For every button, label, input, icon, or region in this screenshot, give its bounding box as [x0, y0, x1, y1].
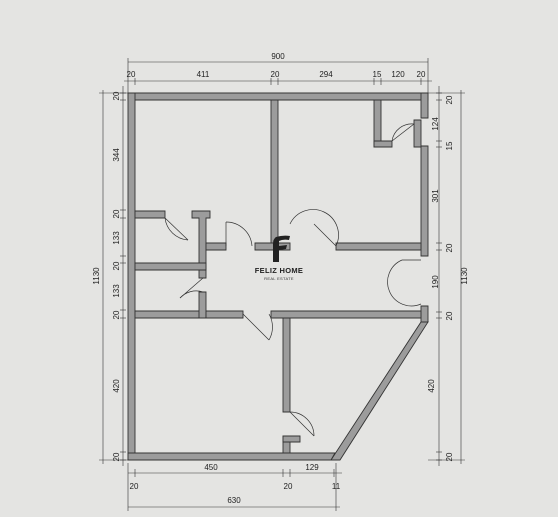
dim-right-seg: 20 [445, 452, 454, 461]
logo-name: FELIZ HOME [255, 266, 303, 275]
dim-top-seg: 20 [271, 70, 280, 79]
dim-top-seg: 20 [417, 70, 426, 79]
dimension-lines [99, 58, 465, 511]
right-dimension-labels: 20 124 15 301 20 190 20 420 20 1130 [427, 95, 469, 461]
dim-right-total: 1130 [460, 267, 469, 285]
wall-bath-right [191, 210, 211, 279]
outer-wall-right-lower [420, 305, 429, 323]
wall-hall-bottom-center [205, 310, 244, 319]
watermark-logo: FELIZ HOME REAL ESTATE [255, 235, 303, 281]
wall-lower-divider [282, 317, 291, 413]
bottom-dimension-labels: 450 129 20 20 11 630 [130, 463, 341, 505]
dim-bottom-total: 630 [227, 496, 241, 505]
dim-left-total: 1130 [92, 267, 101, 285]
left-dimension-labels: 20 344 20 133 20 133 20 420 20 1130 [92, 91, 121, 461]
dim-right-seg: 20 [445, 311, 454, 320]
dim-top-seg: 411 [197, 70, 210, 79]
outer-wall-diagonal [330, 321, 429, 461]
outer-wall-right-mid [420, 145, 429, 257]
wall-top-left-room-bottom [134, 210, 166, 219]
walls [127, 92, 429, 461]
wall-lower-stub [282, 435, 301, 443]
dim-bottom-tick: 20 [130, 482, 139, 491]
outer-wall-top [127, 92, 429, 101]
dim-left-seg: 420 [112, 379, 121, 393]
dim-bottom-seg: 450 [204, 463, 218, 472]
dim-right-seg: 124 [431, 117, 440, 131]
wall-hall-bottom-right [270, 310, 422, 319]
wall-hall-bottom-left [134, 310, 207, 319]
dim-top-seg: 20 [127, 70, 136, 79]
doors [164, 123, 422, 437]
wall-hall-small [205, 242, 227, 251]
dim-left-seg: 133 [112, 231, 121, 245]
closet-wall-left [373, 99, 382, 148]
dim-right-seg: 420 [427, 379, 436, 393]
dim-bottom-seg: 129 [305, 463, 319, 472]
dim-right-seg: 20 [445, 243, 454, 252]
outer-wall-bottom [127, 452, 336, 461]
dim-top-seg: 120 [391, 70, 405, 79]
logo-tagline: REAL ESTATE [264, 276, 294, 281]
dim-left-seg: 133 [112, 284, 121, 298]
feliz-home-logo-icon [273, 235, 290, 262]
wall-hall-bottom-mid [198, 291, 207, 319]
dim-right-seg: 20 [445, 95, 454, 104]
dim-right-seg: 15 [445, 141, 454, 150]
wall-top-right-room-bottom-right [335, 242, 422, 251]
closet-wall-right [413, 119, 422, 148]
dim-left-seg: 20 [112, 310, 121, 319]
closet-wall-bottom [373, 140, 393, 148]
dim-bottom-tick: 20 [284, 482, 293, 491]
top-dimension-labels: 900 20 411 20 294 15 120 20 [127, 52, 426, 79]
wall-bath-bottom [134, 262, 207, 271]
dim-left-seg: 20 [112, 261, 121, 270]
dim-left-seg: 20 [112, 452, 121, 461]
dim-right-seg: 190 [431, 275, 440, 289]
outer-wall-right-upper [420, 92, 429, 119]
dim-top-total: 900 [271, 52, 285, 61]
dim-top-seg: 15 [373, 70, 382, 79]
dim-bottom-tick: 11 [332, 482, 341, 491]
dim-top-seg: 294 [319, 70, 333, 79]
dim-left-seg: 20 [112, 91, 121, 100]
dim-left-seg: 344 [112, 148, 121, 162]
wall-center-vertical [270, 99, 279, 249]
outer-wall-left [127, 92, 136, 461]
dim-right-seg: 301 [431, 189, 440, 203]
dim-left-seg: 20 [112, 209, 121, 218]
